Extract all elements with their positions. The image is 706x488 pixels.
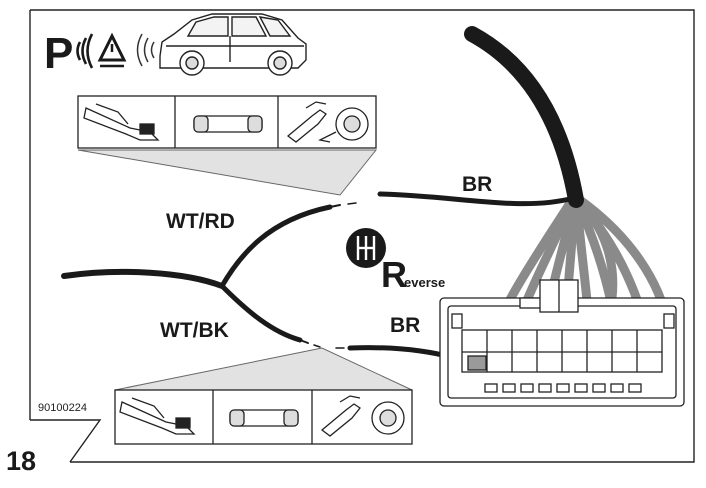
reverse-word: everse (404, 275, 445, 290)
wire-label-wt-rd: WT/RD (166, 210, 235, 233)
park-assist-letter: P (44, 29, 73, 78)
step-number: 18 (6, 446, 37, 476)
park-assist-logo: P (44, 29, 155, 78)
reverse-gear-icon: R everse (346, 228, 445, 295)
sound-waves-icon (76, 33, 94, 69)
crimp-tape-icon (286, 101, 369, 143)
y-splice-harness (61, 202, 357, 348)
car-icon (159, 13, 307, 76)
crimp-tape-icon (320, 395, 405, 437)
connector-block (439, 279, 685, 407)
reverse-big-letter: R (381, 254, 407, 295)
vehicle-harness (377, 26, 584, 208)
wire-stripper-icon (119, 397, 196, 435)
wire-label-br-bottom: BR (390, 314, 421, 337)
wire-stripper-icon (83, 103, 160, 141)
tool-panel-bottom (114, 347, 413, 445)
reference-code: 90100224 (38, 402, 87, 414)
page-frame (29, 9, 695, 463)
wire-label-br-top: BR (462, 173, 493, 196)
tool-panel-top (77, 95, 378, 196)
sensor-waves-icon (136, 33, 155, 67)
wire-label-wt-bk: WT/BK (160, 319, 229, 342)
warning-triangle-icon (97, 32, 127, 68)
fuse-icon (193, 115, 263, 133)
fuse-icon (229, 409, 299, 427)
